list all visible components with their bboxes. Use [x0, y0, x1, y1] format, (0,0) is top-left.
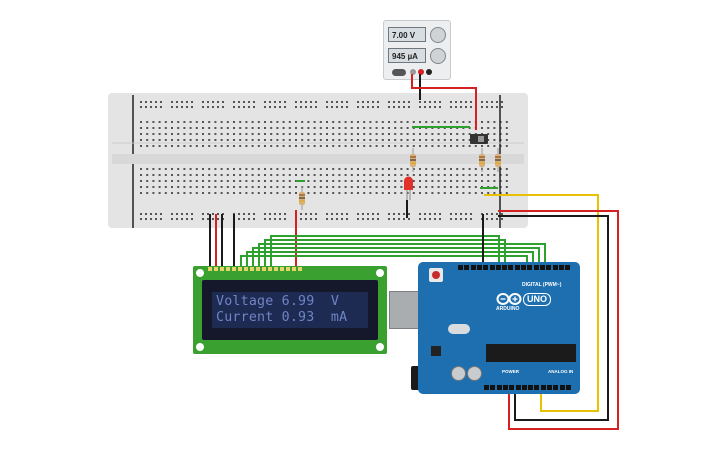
header-pin — [514, 265, 520, 270]
header-pin — [515, 385, 521, 390]
header-pin — [546, 265, 552, 270]
wire-red[interactable] — [498, 210, 619, 430]
wire-green[interactable] — [252, 247, 540, 268]
lcd-pin — [208, 267, 212, 271]
header-pin — [521, 265, 526, 270]
wire-green[interactable] — [246, 251, 534, 268]
mount-hole — [376, 269, 384, 277]
lcd-pin — [226, 267, 230, 271]
resistor[interactable] — [410, 148, 416, 172]
header-pin — [490, 385, 496, 390]
lcd-pin — [274, 267, 278, 271]
red-led[interactable] — [404, 176, 413, 201]
header-pin — [539, 265, 545, 270]
resistor[interactable] — [299, 186, 305, 210]
lcd-pin — [286, 267, 290, 271]
header-pin — [559, 385, 565, 390]
lcd-pin — [250, 267, 254, 271]
header-pin — [483, 265, 489, 270]
lcd-pin — [232, 267, 236, 271]
header-pin — [484, 385, 489, 390]
header-pin — [553, 385, 559, 390]
voltage-regulator — [431, 346, 441, 356]
header-pin — [458, 265, 463, 270]
digital-label: DIGITAL (PWM~) — [522, 282, 562, 288]
lcd-pin — [220, 267, 224, 271]
capacitor — [451, 366, 466, 381]
reset-button[interactable] — [429, 268, 443, 282]
header-pin — [534, 385, 540, 390]
lcd-pin — [256, 267, 260, 271]
mount-hole — [376, 343, 384, 351]
header-pin — [547, 385, 552, 390]
wire-green[interactable] — [264, 239, 506, 268]
negative-terminal[interactable] — [426, 69, 432, 75]
header-pin — [558, 265, 564, 270]
wire-black[interactable] — [498, 215, 609, 421]
current-knob[interactable] — [430, 48, 446, 64]
header-pin — [528, 385, 534, 390]
lcd-line-2: Current 0.93 mA — [216, 310, 348, 325]
header-pin — [489, 265, 495, 270]
lcd-pin — [238, 267, 242, 271]
header-pin — [552, 265, 558, 270]
lcd-pin — [292, 267, 296, 271]
power-switch[interactable] — [392, 69, 406, 76]
mount-hole — [196, 269, 204, 277]
current-readout: 945 µA — [388, 48, 426, 63]
header-pin — [470, 265, 476, 270]
crystal — [448, 324, 470, 334]
header-pin — [502, 385, 508, 390]
header-pin — [521, 385, 527, 390]
header-pin — [540, 385, 546, 390]
atmega-chip — [486, 344, 576, 362]
arduino-infinity-logo — [496, 292, 522, 306]
header-pin — [509, 385, 515, 390]
lcd-pin — [244, 267, 248, 271]
dc-power-supply[interactable]: 7.00 V 945 µA — [383, 20, 451, 80]
arduino-uno[interactable]: DIGITAL (PWM~) UNO ARDUINO POWER ANALOG … — [418, 262, 580, 394]
ground-terminal[interactable] — [410, 69, 416, 75]
lcd-pin — [214, 267, 218, 271]
uno-badge: UNO — [523, 293, 551, 306]
wire-green[interactable] — [270, 235, 500, 268]
lcd-pin — [280, 267, 284, 271]
header-pin — [533, 265, 539, 270]
mount-hole — [196, 343, 204, 351]
lcd-panel: Voltage 6.99 V Current 0.93 mA — [212, 292, 368, 328]
header-pin — [565, 385, 571, 390]
wire-green[interactable] — [258, 243, 546, 268]
header-pin — [495, 265, 501, 270]
power-label: POWER — [502, 369, 520, 374]
breadboard-center-channel — [112, 154, 524, 164]
positive-terminal[interactable] — [418, 69, 424, 75]
wire-yellow[interactable] — [484, 194, 599, 412]
header-pin — [565, 265, 571, 270]
header-pin — [527, 265, 533, 270]
lcd-pin — [268, 267, 272, 271]
lcd-line-1: Voltage 6.99 V — [216, 294, 340, 309]
capacitor — [467, 366, 482, 381]
voltage-knob[interactable] — [430, 27, 446, 43]
lcd-pin — [298, 267, 302, 271]
lcd-16x2[interactable]: Voltage 6.99 V Current 0.93 mA — [193, 266, 387, 354]
header-pin — [496, 385, 502, 390]
lcd-pin — [262, 267, 266, 271]
wire-red[interactable] — [411, 74, 477, 130]
header-pin — [464, 265, 470, 270]
voltage-readout: 7.00 V — [388, 27, 426, 42]
resistor[interactable] — [479, 148, 485, 172]
analog-label: ANALOG IN — [548, 369, 574, 374]
slide-switch-knob[interactable] — [478, 136, 484, 142]
lcd-screen: Voltage 6.99 V Current 0.93 mA — [202, 280, 378, 340]
header-pin — [502, 265, 508, 270]
resistor[interactable] — [495, 148, 501, 172]
header-pin — [476, 265, 482, 270]
arduino-logo-text: ARDUINO — [496, 306, 520, 312]
header-pin — [508, 265, 514, 270]
